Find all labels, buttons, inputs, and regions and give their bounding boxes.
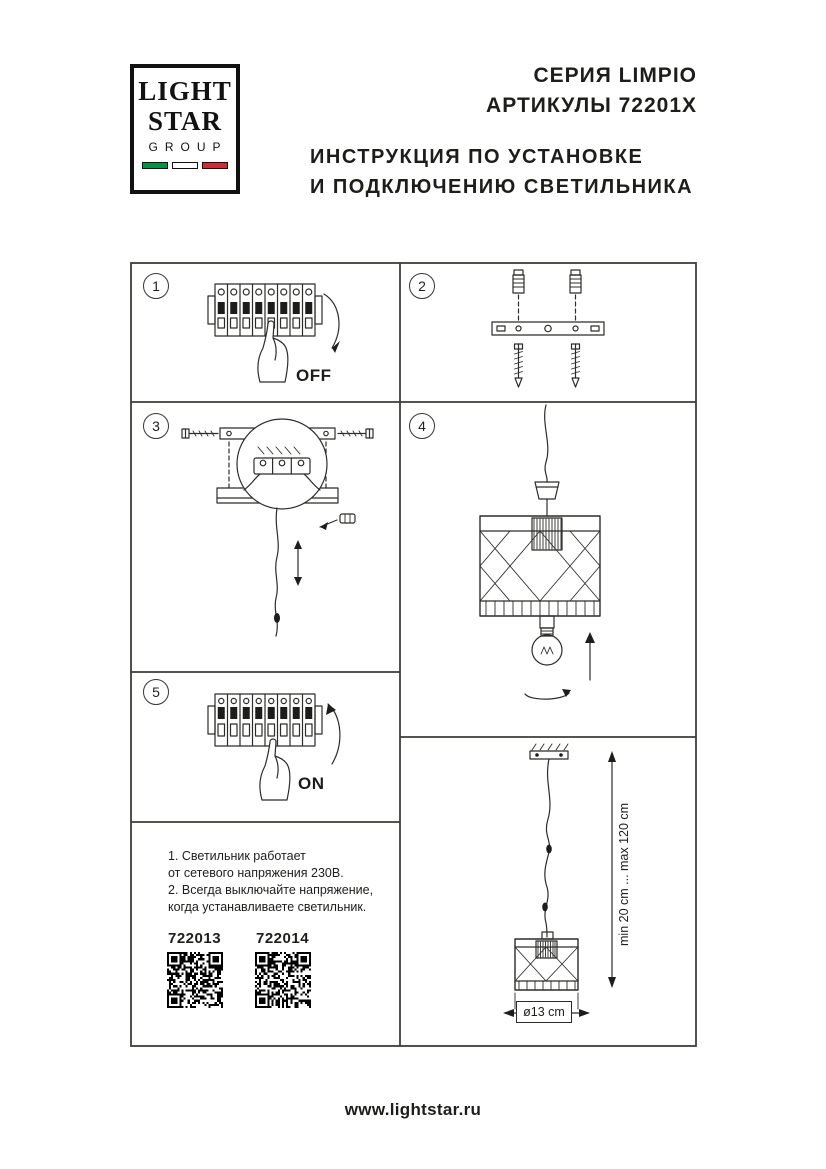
bulb-icon [531,615,563,666]
qr-code-right [255,952,311,1008]
note-line-1: 1. Светильник работает [168,849,306,863]
logo-star-text: STAR [147,106,223,136]
lightstar-logo: LIGHT STAR GROUP [130,64,240,194]
screw-icon [513,343,581,388]
height-range-label: min 20 cm ... max 120 cm [617,802,631,946]
bracket-hardware-illustration [491,269,605,388]
circuit-breaker-strip [207,693,323,747]
note-line-4: когда устанавливаете светильник. [168,900,367,914]
series-title: СЕРИЯ LIMPIO [533,64,697,87]
pendant-cord-icon [541,758,554,940]
switch-down-arrow-icon [323,293,340,353]
height-dimension-arrow [608,751,616,988]
step-1-number-text: 1 [152,278,160,294]
step-5-number-text: 5 [152,684,160,700]
grid-borders [130,262,697,1047]
italian-flag-icon [134,162,236,169]
article-code-left: 722013 [168,930,222,947]
pendant-cord-icon [274,507,280,637]
small-shade-icon [514,938,579,991]
step-2-number-text: 2 [418,278,426,294]
breaker-on-illustration [207,693,341,801]
step-4-number-text: 4 [418,418,426,434]
wall-anchor-icon [512,269,582,323]
instruction-title-line1: ИНСТРУКЦИЯ ПО УСТАНОВКЕ [310,146,644,168]
on-label: ON [298,774,325,793]
height-adjust-arrow-icon [294,540,302,586]
switch-up-arrow-icon [326,703,341,765]
step-2-number: 2 [409,273,435,299]
insert-bulb-arrow-icon [585,632,595,681]
logo-light-text: LIGHT [138,76,232,106]
cord-and-canopy-icon [534,404,560,517]
step-5-number: 5 [143,679,169,705]
step-4-number: 4 [409,413,435,439]
diameter-label-text: ø13 cm [523,1005,565,1019]
logo-group-text: GROUP [148,140,228,154]
terminal-block-magnifier [236,418,328,510]
breaker-off-illustration [207,283,340,383]
pointing-hand-icon [257,320,289,383]
note-line-3: 2. Всегда выключайте напряжение, [168,883,374,897]
pointing-hand-icon [259,738,291,801]
diameter-label: ø13 cm [516,1001,572,1023]
step-3-number-text: 3 [152,418,160,434]
off-label: OFF [296,366,332,385]
safety-notes: 1. Светильник работает от сетевого напря… [168,848,388,916]
website-url: www.lightstar.ru [344,1100,482,1119]
crystal-shade-icon [479,515,601,617]
circuit-breaker-strip [207,283,323,337]
article-code-right: 722014 [256,930,310,947]
lamp-assembly-illustration [479,404,601,700]
ceiling-mount-illustration [181,418,374,637]
step-3-number: 3 [143,413,169,439]
articles-title: АРТИКУЛЫ 72201X [486,94,697,117]
instruction-grid: 1 2 3 4 5 OFF [130,262,697,1047]
mounting-bracket-icon [491,321,605,336]
rotate-arrow-icon [524,689,571,700]
wire-connector-icon [319,513,356,530]
step-1-number: 1 [143,273,169,299]
ceiling-plate-icon [529,743,569,760]
instruction-title-line2: И ПОДКЛЮЧЕНИЮ СВЕТИЛЬНИКА [310,176,694,198]
note-line-2: от сетевого напряжения 230В. [168,866,344,880]
qr-code-left [167,952,223,1008]
